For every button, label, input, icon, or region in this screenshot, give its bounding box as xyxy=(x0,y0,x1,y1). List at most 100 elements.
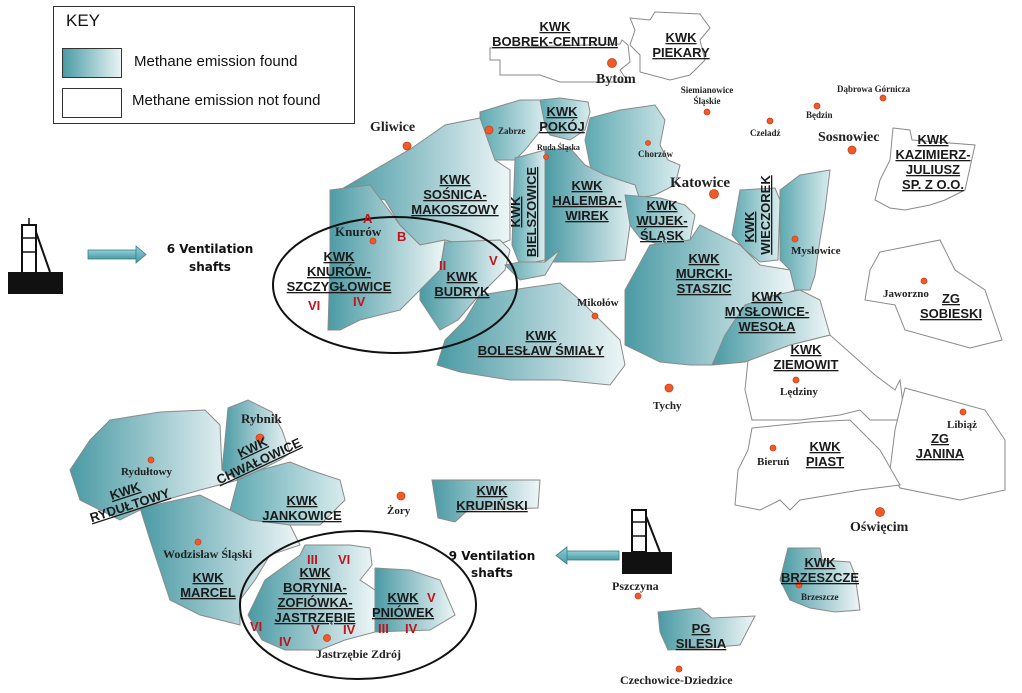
city-label-rydultowy: Rydułtowy xyxy=(121,466,172,478)
mine-label-budryk: KWK BUDRYK xyxy=(434,269,490,299)
mine-label-bobrek-centrum: KWK BOBREK-CENTRUM xyxy=(492,19,618,49)
city-dot-brzeszcze xyxy=(795,581,803,589)
vent-north-line1: 6 Ventilation xyxy=(167,242,254,256)
arrow-right-icon xyxy=(87,245,147,264)
city-dot-bytom xyxy=(607,58,617,68)
legend-title: KEY xyxy=(66,11,101,30)
svg-text:SILESIA: SILESIA xyxy=(676,636,727,651)
city-label-czeladz: Czeladź xyxy=(750,128,781,138)
shaft-marker: IV xyxy=(279,634,292,649)
city-dot-zory xyxy=(396,491,406,501)
svg-text:SOŚNICA-: SOŚNICA- xyxy=(423,187,487,202)
mine-label-jankowice: KWK JANKOWICE xyxy=(262,493,342,523)
city-dot-mikolow xyxy=(591,312,599,320)
svg-text:MAKOSZOWY: MAKOSZOWY xyxy=(411,202,499,217)
svg-text:BOBREK-CENTRUM: BOBREK-CENTRUM xyxy=(492,34,618,49)
svg-text:KWK: KWK xyxy=(688,251,720,266)
svg-text:BRZESZCZE: BRZESZCZE xyxy=(781,570,859,585)
svg-text:KWK: KWK xyxy=(476,483,508,498)
svg-text:KWK: KWK xyxy=(809,439,841,454)
mine-headframe-icon xyxy=(8,218,63,294)
shaft-marker: IV xyxy=(405,621,418,636)
city-label-ledziny: Lędziny xyxy=(780,386,818,398)
mine-label-wieczorek: KWK WIECZOREK xyxy=(742,175,773,255)
mine-label-pokoj: KWK POKÓJ xyxy=(539,104,585,134)
city-label-myslowice: Mysłowice xyxy=(791,245,841,257)
svg-text:KWK: KWK xyxy=(917,132,949,147)
svg-text:BORYNIA-: BORYNIA- xyxy=(283,580,347,595)
svg-text:KNURÓW-: KNURÓW- xyxy=(307,264,371,279)
svg-text:WIREK: WIREK xyxy=(565,208,609,223)
region-mikolow-area xyxy=(503,249,561,281)
city-dot-jaworzno xyxy=(920,277,928,285)
region-krupinski xyxy=(431,479,541,523)
city-dot-gliwice xyxy=(402,141,412,151)
svg-text:JASTRZĘBIE: JASTRZĘBIE xyxy=(275,610,356,625)
region-bobrek-centrum xyxy=(489,39,631,83)
mine-label-borynia-zofiowka-jastrzebie: KWK BORYNIA- ZOFIÓWKA- JASTRZĘBIE xyxy=(275,565,356,625)
city-dot-tychy xyxy=(664,383,674,393)
mine-label-sosnica-makoszowy: KWK SOŚNICA- MAKOSZOWY xyxy=(411,172,499,217)
shaft-marker: B xyxy=(397,229,406,244)
city-label-chorzow: Chorzów xyxy=(638,149,673,159)
city-dot-oswiecim xyxy=(875,507,885,517)
mine-label-sobieski: ZG SOBIESKI xyxy=(920,291,982,321)
svg-text:PIAST: PIAST xyxy=(806,454,844,469)
region-piekary xyxy=(629,11,711,81)
svg-text:MARCEL: MARCEL xyxy=(180,585,236,600)
svg-text:KWK: KWK xyxy=(790,342,822,357)
svg-text:ZG: ZG xyxy=(931,431,949,446)
north-shaft-group-outline xyxy=(272,216,518,354)
svg-text:ZIEMOWIT: ZIEMOWIT xyxy=(774,357,839,372)
city-dot-siemianowice xyxy=(703,108,711,116)
city-dot-ledziny xyxy=(792,376,800,384)
region-piast xyxy=(734,419,901,511)
region-wieczorek xyxy=(731,187,781,263)
mine-label-bielszowice: KWK BIELSZOWICE xyxy=(508,167,539,258)
city-label-czechowice: Czechowice-Dziedzice xyxy=(620,673,733,687)
city-label-oswiecim: Oświęcim xyxy=(850,520,909,535)
city-dot-katowice xyxy=(709,189,719,199)
svg-text:JANINA: JANINA xyxy=(916,446,965,461)
city-label-pszczyna: Pszczyna xyxy=(612,579,659,593)
vent-north-line2: shafts xyxy=(189,260,231,274)
city-label-rybnik: Rybnik xyxy=(241,411,283,426)
region-kazimierz-juliusz xyxy=(874,127,976,211)
mine-label-marcel: KWK MARCEL xyxy=(180,570,236,600)
mine-label-halemba-wirek: KWK HALEMBA- WIREK xyxy=(552,178,621,223)
svg-text:ZOFIÓWKA-: ZOFIÓWKA- xyxy=(277,595,352,610)
svg-text:KWK: KWK xyxy=(323,249,355,264)
mine-label-pniowek: KWK PNIÓWEK xyxy=(372,590,435,620)
svg-text:PIEKARY: PIEKARY xyxy=(652,45,710,60)
legend-label-methane-not-found: Methane emission not found xyxy=(132,92,321,109)
city-label-libiaz: Libiąż xyxy=(947,419,977,431)
city-dot-wodzislaw xyxy=(194,538,202,546)
legend-swatch-methane-not-found xyxy=(62,88,122,118)
city-label-zabrze: Zabrze xyxy=(498,126,526,136)
region-brzeszcze xyxy=(779,547,861,613)
svg-text:KWK: KWK xyxy=(751,289,783,304)
city-dot-ruda xyxy=(543,154,549,160)
city-label-brzeszcze: Brzeszcze xyxy=(801,592,838,602)
mine-label-brzeszcze: KWK BRZESZCZE xyxy=(781,555,859,585)
city-dot-jastrzebie xyxy=(323,634,331,642)
city-label-siemianowice-2: Śląskie xyxy=(693,96,720,106)
arrow-left-icon xyxy=(555,546,620,565)
city-dot-bierun xyxy=(769,444,777,452)
shaft-marker: IV xyxy=(353,294,366,309)
city-dot-myslowice xyxy=(791,235,799,243)
svg-text:POKÓJ: POKÓJ xyxy=(539,119,585,134)
svg-text:WESOŁA: WESOŁA xyxy=(738,319,796,334)
svg-text:KWK: KWK xyxy=(665,30,697,45)
city-dot-knurow xyxy=(369,237,377,245)
svg-text:SOBIESKI: SOBIESKI xyxy=(920,306,982,321)
city-label-jaworzno: Jaworzno xyxy=(883,288,929,300)
city-label-zory: Żory xyxy=(387,505,411,517)
mine-label-murcki-staszic: KWK MURCKI- STASZIC xyxy=(676,251,732,296)
city-label-ruda: Ruda Śląska xyxy=(537,142,580,152)
mine-label-janina: ZG JANINA xyxy=(916,431,965,461)
legend-swatch-methane-found xyxy=(62,48,122,78)
region-ziemowit xyxy=(744,334,906,421)
svg-text:KWK: KWK xyxy=(804,555,836,570)
